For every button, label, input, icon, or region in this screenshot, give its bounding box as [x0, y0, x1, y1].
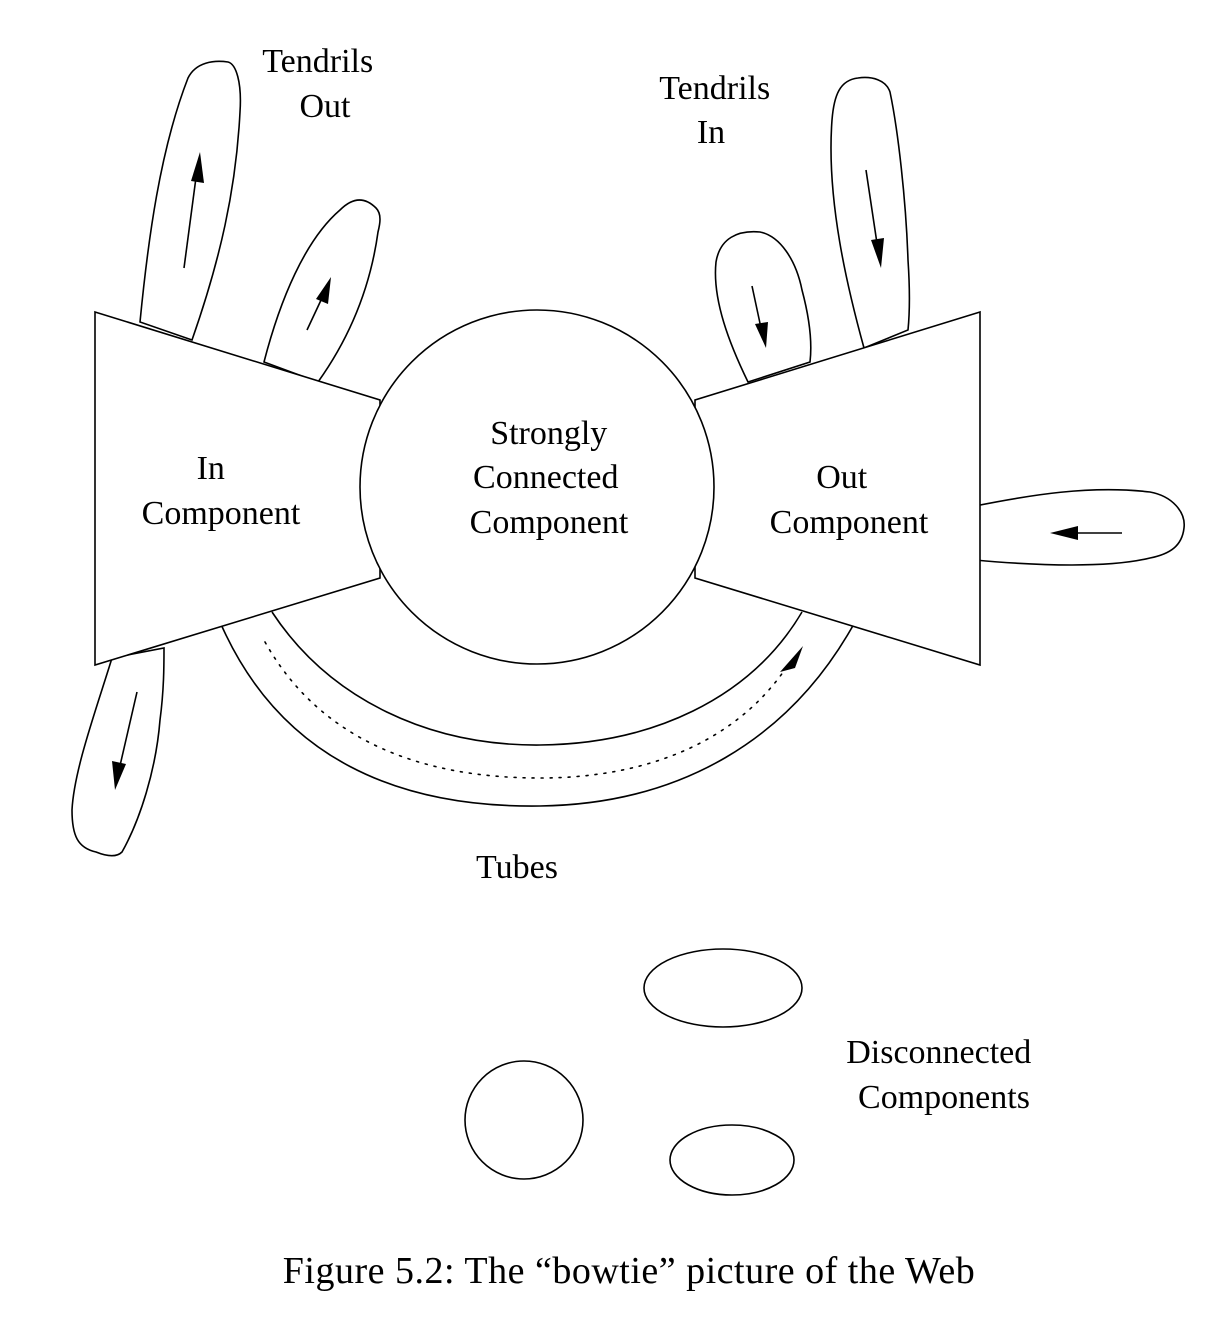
tube-outer-arc	[219, 621, 856, 807]
tendril-out-tall	[139, 60, 242, 342]
tendrils-in-group	[714, 76, 911, 383]
tendril-in-short	[714, 230, 812, 383]
tendril-bottom-left-group	[71, 647, 165, 857]
tendril-in-short-arrow	[755, 322, 768, 348]
label-tendrils-in: Tendrils In	[659, 70, 778, 151]
tube-dotted-path	[264, 641, 791, 779]
label-tendrils-out: Tendrils Out	[262, 43, 381, 125]
disconnected-ellipse-top	[643, 948, 803, 1028]
tendril-bottom-left	[71, 647, 165, 857]
tendril-out-short-arrow	[316, 277, 331, 304]
in-component-shape	[94, 310, 381, 667]
tendril-bottom-left-arrow	[112, 761, 126, 790]
label-scc: Strongly Connected Component	[470, 415, 629, 541]
scc-circle	[359, 309, 715, 665]
tube-arrow-head	[780, 646, 803, 672]
label-out-component: Out Component	[770, 459, 929, 541]
label-tubes: Tubes	[476, 849, 558, 886]
tendril-arrows	[112, 152, 1122, 790]
figure-caption: Figure 5.2: The “bowtie” picture of the …	[283, 1250, 975, 1292]
tendril-out-tall-arrow	[191, 152, 204, 183]
tubes	[219, 611, 856, 807]
disconnected-components	[464, 948, 803, 1196]
tube-inner-arc	[271, 611, 803, 746]
label-disconnected-components: Disconnected Components	[846, 1034, 1040, 1116]
disconnected-ellipse-bottom	[669, 1124, 795, 1196]
out-component-shape	[694, 310, 981, 667]
tendril-right-arrow	[1050, 526, 1078, 540]
tendril-right	[974, 488, 1185, 566]
disconnected-circle	[464, 1060, 584, 1180]
tendril-in-tall	[830, 76, 911, 350]
tendril-in-tall-arrow	[871, 238, 884, 268]
tendril-right-group	[974, 488, 1185, 566]
label-in-component: In Component	[142, 450, 301, 532]
